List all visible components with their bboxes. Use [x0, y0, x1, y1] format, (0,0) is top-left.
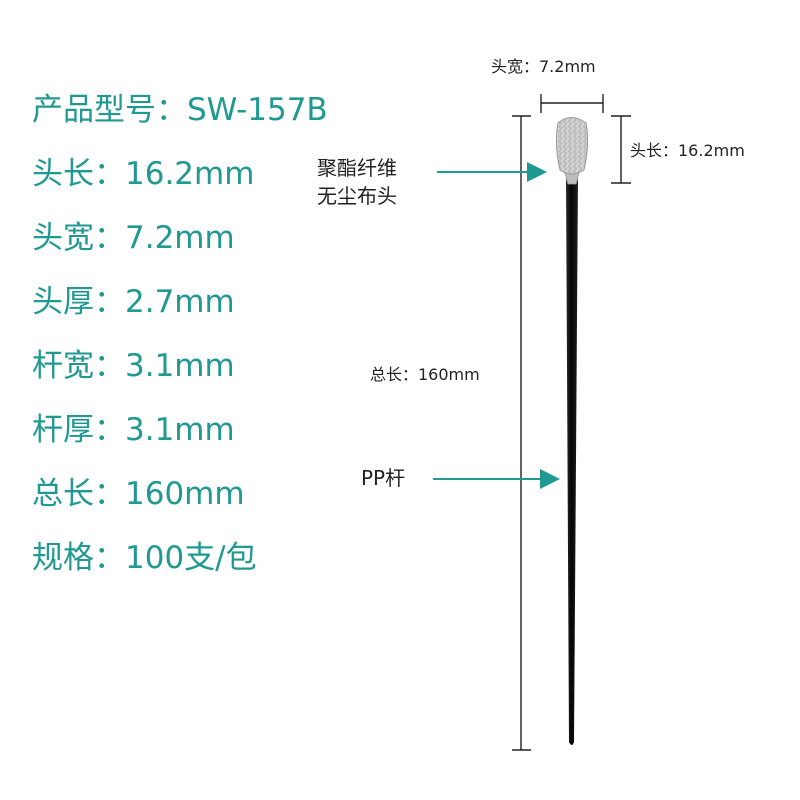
- spec-head-thickness: 头厚：2.7mm: [32, 280, 328, 344]
- head-length-label: 头长：16.2mm: [630, 141, 745, 160]
- spec-separator: ：: [94, 156, 125, 192]
- spec-value: 3.1mm: [125, 348, 235, 384]
- spec-total-length: 总长：160mm: [32, 472, 328, 536]
- spec-label: 规格: [32, 540, 94, 576]
- spec-separator: ：: [94, 220, 125, 256]
- spec-separator: ：: [94, 348, 125, 384]
- swab-stick: [566, 178, 578, 745]
- spec-stick-thickness: 杆厚：3.1mm: [32, 408, 328, 472]
- spec-value: 16.2mm: [125, 156, 255, 192]
- spec-value: 7.2mm: [125, 220, 235, 256]
- total-length-label: 总长：160mm: [370, 365, 480, 384]
- head-width-label: 头宽：7.2mm: [491, 57, 596, 76]
- spec-label: 产品型号: [32, 92, 156, 128]
- spec-label: 杆宽: [32, 348, 94, 384]
- spec-label: 总长: [32, 476, 94, 512]
- spec-value: 100支/包: [125, 540, 257, 576]
- spec-label: 头长: [32, 156, 94, 192]
- spec-label: 杆厚: [32, 412, 94, 448]
- spec-label: 头宽: [32, 220, 94, 256]
- spec-label: 头厚: [32, 284, 94, 320]
- spec-package: 规格：100支/包: [32, 536, 328, 600]
- spec-value: 2.7mm: [125, 284, 235, 320]
- spec-model: 产品型号：SW-157B: [32, 88, 328, 152]
- handle-label: PP杆: [361, 466, 406, 490]
- spec-head-width: 头宽：7.2mm: [32, 216, 328, 280]
- spec-separator: ：: [94, 540, 125, 576]
- spec-stick-width: 杆宽：3.1mm: [32, 344, 328, 408]
- spec-head-length: 头长：16.2mm: [32, 152, 328, 216]
- spec-separator: ：: [94, 284, 125, 320]
- spec-value: 160mm: [125, 476, 245, 512]
- head-material-line: 聚酯纤维: [317, 156, 397, 180]
- spec-value: SW-157B: [187, 92, 328, 128]
- spec-separator: ：: [94, 412, 125, 448]
- head-material-line: 无尘布头: [317, 184, 397, 208]
- foam-swab-head: [555, 117, 589, 175]
- spec-separator: ：: [94, 476, 125, 512]
- spec-list: 产品型号：SW-157B 头长：16.2mm 头宽：7.2mm 头厚：2.7mm…: [32, 88, 328, 600]
- spec-value: 3.1mm: [125, 412, 235, 448]
- spec-separator: ：: [156, 92, 187, 128]
- head-material-label: 聚酯纤维 无尘布头: [317, 154, 397, 210]
